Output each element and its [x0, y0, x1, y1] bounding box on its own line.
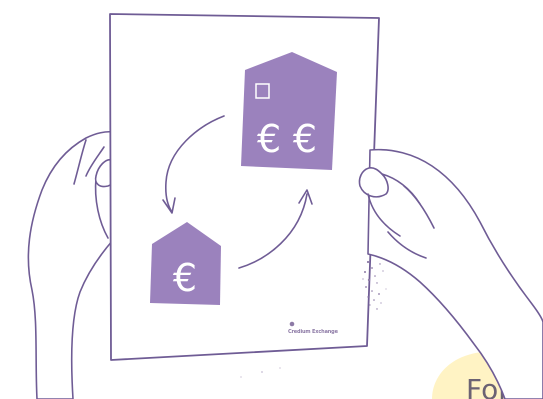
house-large-icon: €€ — [241, 52, 337, 170]
small-price-label: € — [173, 256, 197, 300]
paper-sheet — [109, 13, 380, 361]
house-small-icon: € — [150, 222, 221, 305]
cycle-arrow-icon — [162, 115, 313, 269]
window-icon — [255, 83, 270, 99]
brand-logo-text: Credium Exchange — [288, 329, 339, 335]
brand-logo: Credium Exchange — [288, 321, 339, 335]
left-hand — [27, 130, 118, 399]
right-thumb — [358, 167, 389, 198]
speckle-texture — [240, 260, 387, 378]
right-hand — [358, 148, 543, 399]
